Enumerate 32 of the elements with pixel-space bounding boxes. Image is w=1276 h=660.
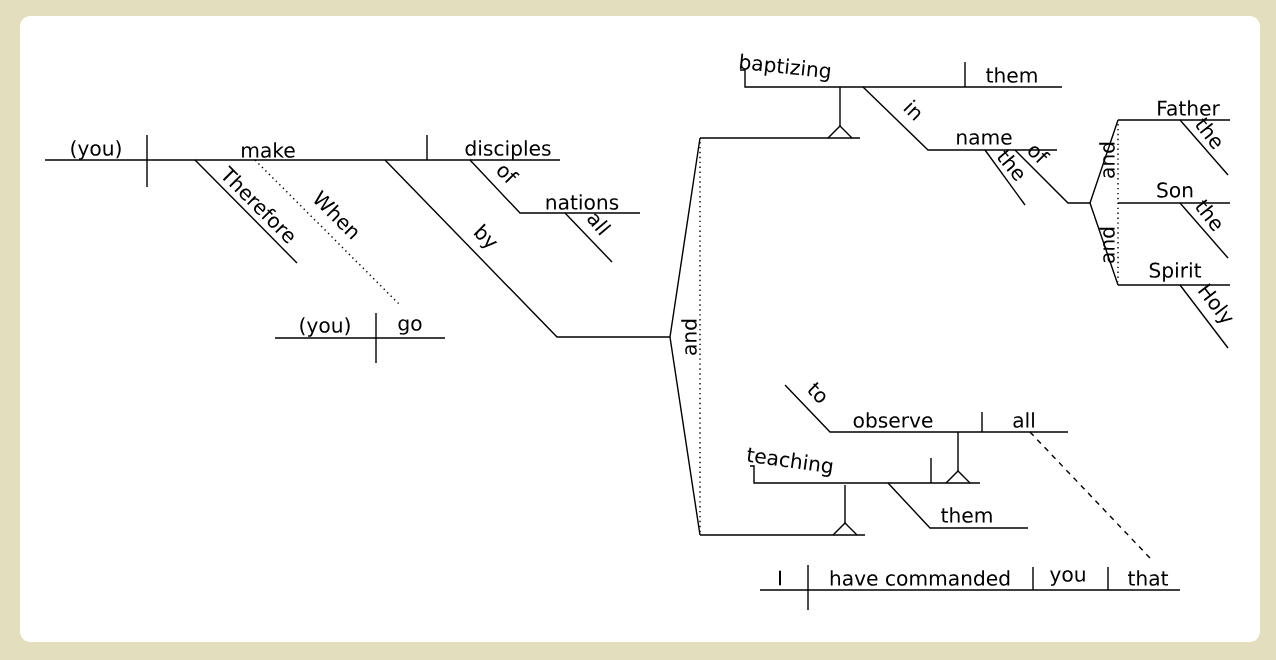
word-label: Spirit xyxy=(1149,262,1202,282)
word-label: (you) xyxy=(71,140,121,160)
word-label: have commanded xyxy=(830,570,1010,586)
word-label: the xyxy=(997,149,1023,182)
word-label: (you) xyxy=(300,317,350,337)
word-label: go xyxy=(398,319,422,335)
word-label: the xyxy=(1196,117,1221,150)
word-label: disciples xyxy=(465,140,551,160)
word-label: and xyxy=(681,319,697,355)
word-label: that xyxy=(1128,570,1169,586)
word-label: by xyxy=(473,223,498,249)
word-label: the xyxy=(1196,199,1221,232)
word-label: and xyxy=(1099,142,1115,178)
word-label: Father xyxy=(1158,100,1220,116)
word-label: to xyxy=(808,382,826,403)
word-label: and xyxy=(1099,227,1115,263)
word-label: teaching xyxy=(747,447,833,477)
word-label: observe xyxy=(853,412,933,428)
word-label: them xyxy=(986,67,1037,83)
word-label: all xyxy=(1013,412,1034,428)
word-label: Son xyxy=(1157,182,1193,198)
word-label: I xyxy=(779,570,781,586)
word-label: you xyxy=(1050,570,1085,586)
word-label: of xyxy=(497,166,520,184)
word-label: in xyxy=(903,99,921,121)
word-label: of xyxy=(1028,146,1051,164)
word-label: nations xyxy=(546,194,619,210)
word-label: them xyxy=(941,507,992,523)
word-label: make xyxy=(242,142,295,158)
word-label: baptizing xyxy=(739,53,831,82)
word-label: name xyxy=(957,133,1012,145)
word-label: all xyxy=(587,213,612,236)
